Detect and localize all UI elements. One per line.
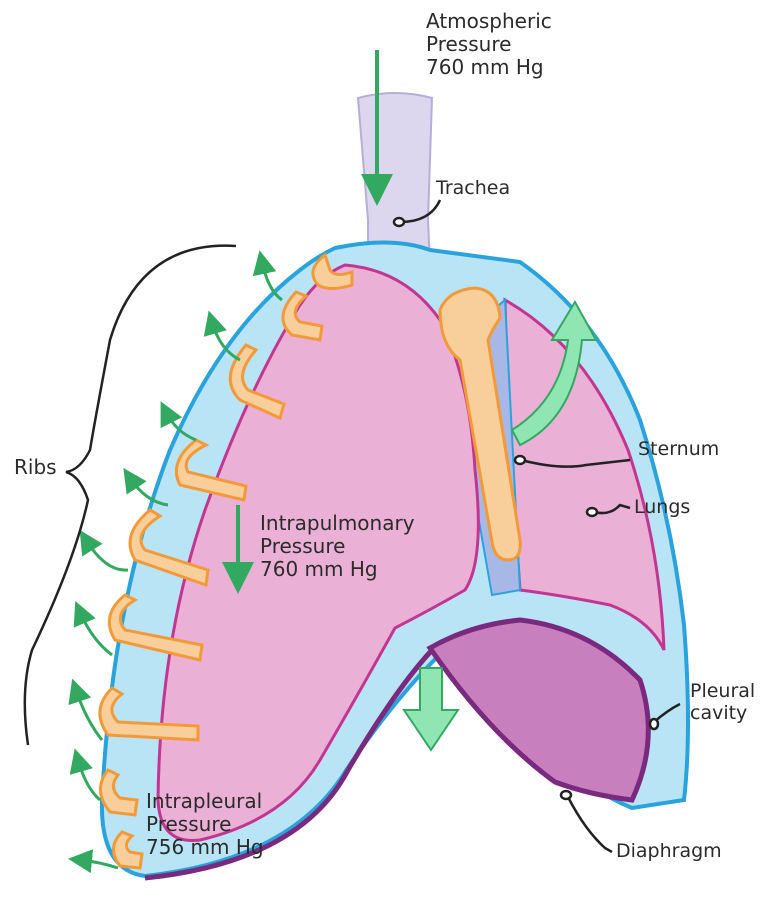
intrapulmonary-line3: 760 mm Hg [260,558,415,581]
expansion-arrow-8 [78,760,100,800]
expansion-arrow-9 [80,860,118,868]
trachea-shape [358,93,432,265]
lungs-pointer [587,508,597,516]
sternum-label: Sternum [638,438,719,460]
intrapulmonary-line2: Pressure [260,535,415,558]
expansion-arrow-5 [86,540,128,570]
diaphragm-pointer [561,791,571,799]
lungs-label: Lungs [634,496,690,518]
intrapleural-line2: Pressure [146,813,264,836]
sternum-pointer [515,456,525,464]
ribs-label: Ribs [14,456,57,479]
intrapleural-line3: 756 mm Hg [146,836,264,859]
diaphragm-leader [568,797,612,852]
atmospheric-line3: 760 mm Hg [426,56,552,79]
trachea-label: Trachea [436,177,510,199]
intrapulmonary-line1: Intrapulmonary [260,512,415,535]
atmospheric-label: Atmospheric Pressure 760 mm Hg [426,10,552,79]
intrapleural-line1: Intrapleural [146,790,264,813]
intrapleural-label: Intrapleural Pressure 756 mm Hg [146,790,264,859]
pleural-line1: Pleural [690,680,755,702]
intrapulmonary-label: Intrapulmonary Pressure 760 mm Hg [260,512,415,581]
pleural-pointer [650,719,658,729]
trachea-pointer [394,218,404,226]
pleural-line2: cavity [690,702,755,724]
expansion-arrow-7 [76,690,102,740]
pleural-label: Pleural cavity [690,680,755,724]
atmospheric-line1: Atmospheric [426,10,552,33]
atmospheric-line2: Pressure [426,33,552,56]
expansion-arrow-6 [80,612,112,655]
diaphragm-label: Diaphragm [616,840,722,862]
